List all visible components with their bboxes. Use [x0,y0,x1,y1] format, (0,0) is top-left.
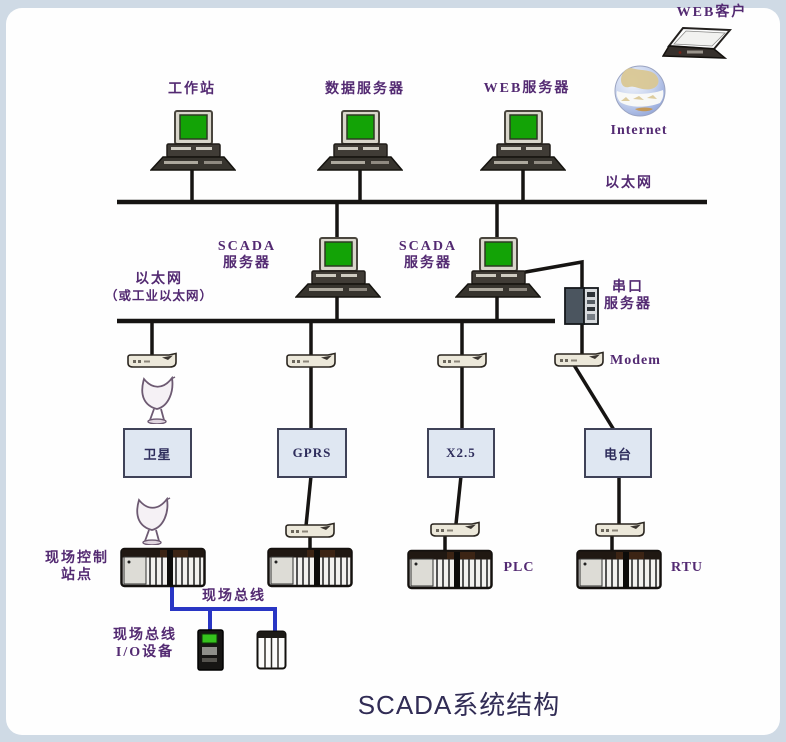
serial-server-label: 串口 服务器 [604,279,652,313]
serial-server-label-line2: 服务器 [604,297,652,312]
modem-3-icon [436,352,488,369]
modem-label: Modem [610,353,661,368]
radio-box-label: 电台 [603,446,632,462]
internet-label: Internet [610,123,668,138]
web-server-label: WEB服务器 [483,81,571,96]
workstation-computer-icon [150,110,236,172]
controller-rack-2-icon [267,546,353,588]
laptop-icon [662,27,732,67]
scada-server-2-label-line1: SCADA [398,239,458,254]
web-client-label: WEB客户 [676,5,748,20]
modem-2-icon [285,352,337,369]
diagram-title: SCADA系统结构 [357,690,561,720]
satellite-box: 卫星 [123,428,192,478]
ethernet-top-label: 以太网 [605,176,653,191]
scada-server-1-computer-icon [295,237,381,299]
satellite-dish-icon [138,376,180,424]
fieldbus-io-device-2-icon [256,630,287,670]
ethernet-bottom-label: 以太网 （或工业以太网） [105,271,213,305]
scada-server-1-label-line2: 服务器 [222,256,271,271]
ethernet-bottom-label-line2: （或工业以太网） [104,289,214,303]
scada-server-1-label-line1: SCADA [217,239,277,254]
satellite-box-label: 卫星 [143,446,172,462]
data-server-label: 数据服务器 [325,82,405,97]
serial-port-server-icon [564,286,600,326]
scada-server-2-label-line2: 服务器 [403,256,452,271]
workstation-label: 工作站 [168,82,216,97]
plc-rack-icon [407,548,493,590]
web-server-computer-icon [480,110,566,172]
modem-5-icon [284,522,336,539]
fieldbus-io-label-line2: I/O设备 [115,645,175,660]
rtu-rack-icon [576,548,662,590]
field-control-station-label-line1: 现场控制 [45,551,109,566]
scada-server-2-computer-icon [455,237,541,299]
internet-globe-icon [611,65,669,119]
modem-4-icon [553,351,605,368]
fieldbus-io-label-line1: 现场总线 [113,628,177,643]
fieldbus-label: 现场总线 [202,589,266,604]
modem-7-icon [594,521,646,538]
field-control-station-rack-icon [120,546,206,588]
modem-1-icon [126,352,178,369]
diagram-canvas [6,8,780,735]
satellite-dish-2-icon [133,497,175,545]
field-control-station-label: 现场控制 站点 [45,550,109,584]
scada-server-1-label: SCADA 服务器 [218,238,276,272]
plc-label: PLC [503,560,535,575]
data-server-computer-icon [317,110,403,172]
radio-box: 电台 [584,428,652,478]
ethernet-bottom-label-line1: 以太网 [134,272,183,287]
gprs-box: GPRS [277,428,347,478]
field-control-station-label-line2: 站点 [61,568,93,583]
x25-box-label: X2.5 [446,445,476,460]
modem-6-icon [429,521,481,538]
x25-box: X2.5 [427,428,495,478]
gprs-box-label: GPRS [292,445,332,460]
serial-server-label-line1: 串口 [612,280,644,295]
rtu-label: RTU [670,560,704,575]
fieldbus-io-device-1-icon [197,629,224,671]
scada-server-2-label: SCADA 服务器 [399,238,457,272]
fieldbus-io-label: 现场总线 I/O设备 [113,627,177,661]
